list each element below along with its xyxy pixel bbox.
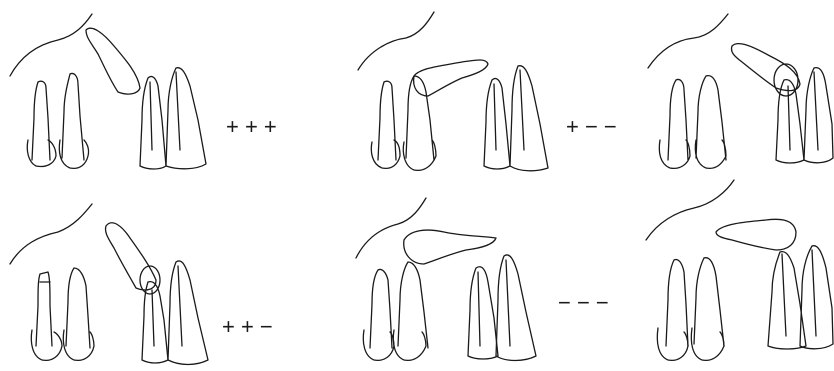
- impacted-canine: [716, 219, 796, 250]
- incisor-inner-line: [150, 72, 180, 150]
- premolar-root-1: [36, 272, 52, 346]
- panel-bottom-left: + + −: [10, 204, 273, 365]
- premolar-root-2: [62, 73, 84, 160]
- panel-sign: − − −: [558, 290, 609, 315]
- panel-top-right: [648, 14, 833, 168]
- lateral-incisor: [468, 267, 498, 359]
- panel-top-left: + + +: [10, 14, 277, 169]
- premolar-crown-2: [403, 140, 436, 170]
- incisor-inner-line: [478, 260, 510, 346]
- premolar-root-2: [66, 268, 90, 348]
- central-incisor: [166, 68, 206, 169]
- premolar-crown-1: [659, 140, 690, 168]
- panel-sign: + + −: [222, 314, 273, 339]
- premolar-crown-1: [27, 140, 56, 167]
- alveolar-bone-outline: [10, 14, 92, 76]
- alveolar-bone-outline: [646, 180, 734, 240]
- premolar-root-2: [406, 76, 434, 160]
- impacted-canine: [105, 223, 156, 290]
- incisor-inner-line: [494, 70, 524, 150]
- central-incisor: [496, 255, 536, 361]
- incisor-inner-line: [152, 266, 182, 346]
- impacted-canine: [731, 44, 800, 91]
- impacted-canine: [414, 60, 488, 96]
- incisor-inner-line: [782, 250, 816, 336]
- panel-bottom-middle: − − −: [356, 198, 609, 361]
- panel-sign: + − −: [566, 114, 617, 139]
- premolar-root-1: [668, 79, 688, 160]
- premolar-root-1: [378, 81, 396, 160]
- central-incisor: [510, 66, 548, 171]
- lateral-incisor: [142, 282, 168, 363]
- premolar-crown-2: [695, 140, 726, 168]
- panel-top-middle: + − −: [358, 12, 617, 171]
- premolar-root-1: [32, 81, 50, 160]
- impacted-canine: [404, 230, 496, 264]
- lateral-incisor: [140, 76, 166, 169]
- impacted-canine: [86, 28, 140, 94]
- premolar-root-2: [694, 258, 724, 346]
- alveolar-bone-outline: [358, 12, 434, 70]
- panel-bottom-right: [646, 180, 833, 360]
- premolar-root-1: [370, 269, 392, 348]
- central-incisor: [168, 261, 208, 365]
- panel-sign: + + +: [226, 114, 277, 139]
- alveolar-bone-outline: [356, 198, 426, 258]
- premolar-crown-1: [657, 328, 688, 360]
- premolar-root-2: [696, 76, 726, 160]
- alveolar-bone-outline: [648, 14, 728, 68]
- alveolar-bone-outline: [10, 204, 92, 264]
- premolar-crown-2: [59, 140, 88, 168]
- premolar-crown-2: [691, 328, 724, 360]
- premolar-crown-1: [363, 330, 394, 360]
- lateral-incisor: [484, 78, 510, 169]
